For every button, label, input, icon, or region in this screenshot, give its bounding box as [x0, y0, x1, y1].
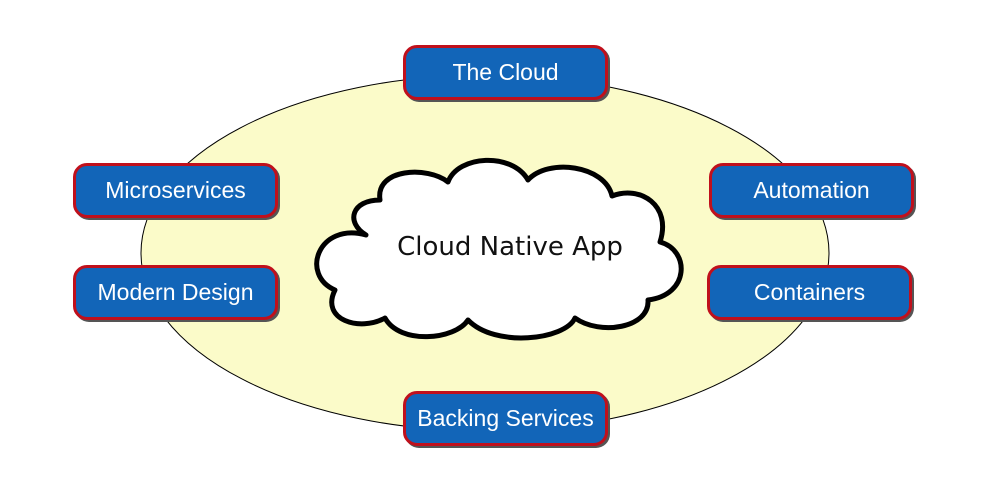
node-modern-design: Modern Design: [73, 265, 278, 320]
node-the-cloud: The Cloud: [403, 45, 608, 100]
node-label: Modern Design: [97, 279, 254, 305]
center-cloud-shape: [314, 157, 684, 341]
node-label: Microservices: [105, 177, 246, 203]
node-label: The Cloud: [452, 59, 559, 85]
node-automation: Automation: [709, 163, 914, 218]
center-label: Cloud Native App: [397, 232, 623, 262]
node-backing-services: Backing Services: [403, 391, 608, 446]
node-label: Backing Services: [417, 405, 594, 431]
node-microservices: Microservices: [73, 163, 278, 218]
node-label: Containers: [753, 279, 866, 305]
node-label: Automation: [753, 177, 870, 203]
node-containers: Containers: [707, 265, 912, 320]
